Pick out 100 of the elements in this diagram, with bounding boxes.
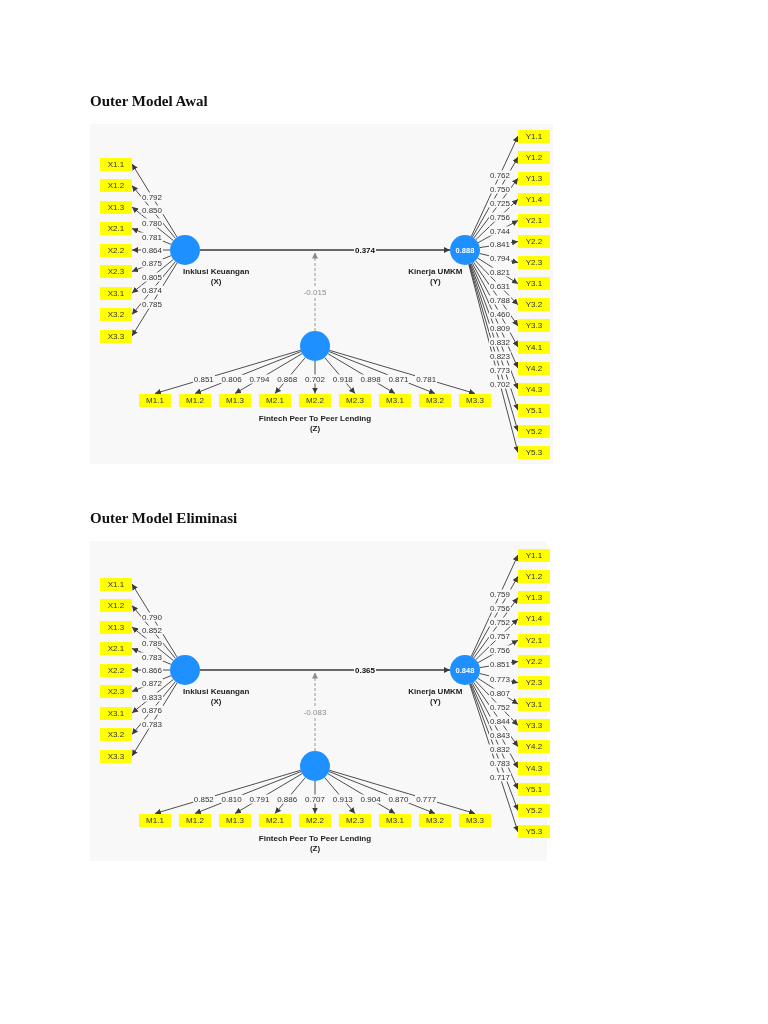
indicator-box: M2.1 — [259, 393, 291, 407]
indicator-box: X2.1 — [100, 642, 132, 655]
indicator-box: Y5.1 — [518, 782, 550, 796]
indicator-box: X3.2 — [100, 308, 132, 321]
indicator-box: Y1.1 — [518, 129, 550, 143]
edge-label: 0.886 — [276, 794, 299, 804]
construct-name: Kinerja UMKM (Y) — [407, 687, 464, 707]
indicator-box: X3.3 — [100, 329, 132, 343]
edge-label: 0.871 — [387, 374, 410, 384]
indicator-box: Y4.1 — [518, 340, 550, 354]
indicator-box: Y3.2 — [518, 298, 550, 312]
edge-label: 0.864 — [141, 245, 163, 255]
indicator-box: M2.2 — [299, 813, 331, 827]
edge-label: 0.866 — [141, 665, 163, 675]
indicator-box: Y4.3 — [518, 761, 550, 775]
edge-label: 0.707 — [304, 794, 326, 804]
edge-label: 0.631 — [489, 281, 511, 291]
edge-label: 0.898 — [359, 374, 382, 384]
edge-label: 0.832 — [489, 337, 511, 347]
indicator-box: M1.2 — [179, 393, 211, 407]
indicator-box: M3.3 — [459, 393, 491, 407]
indicator-box: M3.1 — [379, 393, 411, 407]
edge-label: 0.717 — [489, 772, 511, 782]
indicator-box: Y1.2 — [518, 569, 550, 583]
edge-label: 0.875 — [141, 258, 163, 268]
indicator-box: X2.2 — [100, 663, 132, 677]
indicator-box: M3.1 — [379, 813, 411, 827]
edge-label: 0.762 — [489, 170, 511, 180]
edge-label: 0.781 — [415, 374, 438, 384]
construct-circle — [450, 235, 480, 265]
arrow — [199, 247, 451, 253]
indicator-box: X1.2 — [100, 599, 132, 612]
indicator-box: X1.3 — [100, 200, 132, 214]
indicator-box: X1.3 — [100, 620, 132, 634]
edge-label: 0.759 — [489, 589, 511, 599]
edge-label: 0.460 — [489, 309, 511, 319]
indicator-box: X3.2 — [100, 728, 132, 741]
edge-label: 0.752 — [489, 702, 511, 712]
indicator-box: Y5.1 — [518, 403, 550, 417]
edge-label: 0.794 — [489, 253, 511, 263]
indicator-box: Y3.1 — [518, 697, 550, 711]
edge-label: 0.872 — [141, 678, 163, 688]
indicator-box: Y2.3 — [518, 256, 550, 270]
indicator-box: Y3.1 — [518, 277, 550, 291]
edge-label: -0.083 — [302, 707, 328, 717]
edge-label: 0.851 — [192, 374, 215, 384]
edge-label: 0.750 — [489, 184, 511, 194]
indicator-box: Y2.1 — [518, 213, 550, 227]
construct-name: Inklusi Keuangan (X) — [182, 687, 251, 707]
construct-circle — [300, 751, 330, 781]
indicator-box: X2.2 — [100, 243, 132, 257]
construct-circle — [300, 331, 330, 361]
edge-label: 0.788 — [489, 295, 511, 305]
edge-label: 0.752 — [489, 617, 511, 627]
edge-label: 0.832 — [489, 744, 511, 754]
indicator-box: Y5.2 — [518, 804, 550, 818]
edge-label: 0.756 — [489, 645, 511, 655]
indicator-box: X3.1 — [100, 286, 132, 300]
edge-label: 0.876 — [141, 705, 163, 715]
indicator-box: X1.2 — [100, 179, 132, 192]
edge-label: 0.756 — [489, 212, 511, 221]
edge-label: 0.852 — [192, 794, 215, 804]
edge-label: 0.757 — [489, 631, 511, 641]
indicator-box: X2.3 — [100, 685, 132, 698]
indicator-box: Y4.3 — [518, 382, 550, 396]
construct-name: Inklusi Keuangan (X) — [182, 267, 251, 287]
indicator-box: Y3.3 — [518, 319, 550, 333]
edge-label: 0.777 — [415, 794, 438, 804]
indicator-box: X1.1 — [100, 157, 132, 171]
edge-label: 0.789 — [141, 638, 163, 648]
indicator-box: M1.1 — [139, 393, 171, 407]
edge-label: 0.783 — [141, 652, 163, 662]
indicator-box: X3.3 — [100, 749, 132, 763]
indicator-box: X1.1 — [100, 577, 132, 591]
arrow — [199, 667, 451, 673]
indicator-box: Y2.2 — [518, 235, 550, 248]
indicator-box: M3.2 — [419, 393, 451, 407]
construct-name: Kinerja UMKM (Y) — [407, 267, 464, 287]
edge-label: 0.810 — [220, 794, 243, 804]
edge-label: 0.868 — [276, 374, 299, 384]
indicator-box: Y1.3 — [518, 591, 550, 605]
edge-label: 0.756 — [489, 603, 511, 613]
edge-label: 0.806 — [220, 374, 243, 384]
indicator-box: Y5.3 — [518, 825, 550, 839]
edge-label: 0.773 — [489, 365, 511, 375]
indicator-box: Y2.2 — [518, 655, 550, 668]
indicator-box: Y1.2 — [518, 150, 550, 164]
edge-label: 0.809 — [489, 323, 511, 333]
indicator-box: Y5.2 — [518, 424, 550, 438]
edge-label: 0.851 — [489, 659, 511, 669]
construct-circle — [170, 655, 200, 685]
indicator-box: Y1.4 — [518, 612, 550, 626]
edge-label: 0.794 — [248, 374, 271, 384]
edge-label: 0.850 — [141, 205, 163, 215]
indicator-box: M3.3 — [459, 813, 491, 827]
indicator-box: X2.3 — [100, 265, 132, 278]
edge-label: 0.841 — [489, 239, 511, 249]
edge-label: 0.844 — [489, 716, 511, 726]
construct-name: Fintech Peer To Peer Lending (Z) — [257, 834, 373, 854]
edge-label: 0.791 — [248, 794, 271, 804]
